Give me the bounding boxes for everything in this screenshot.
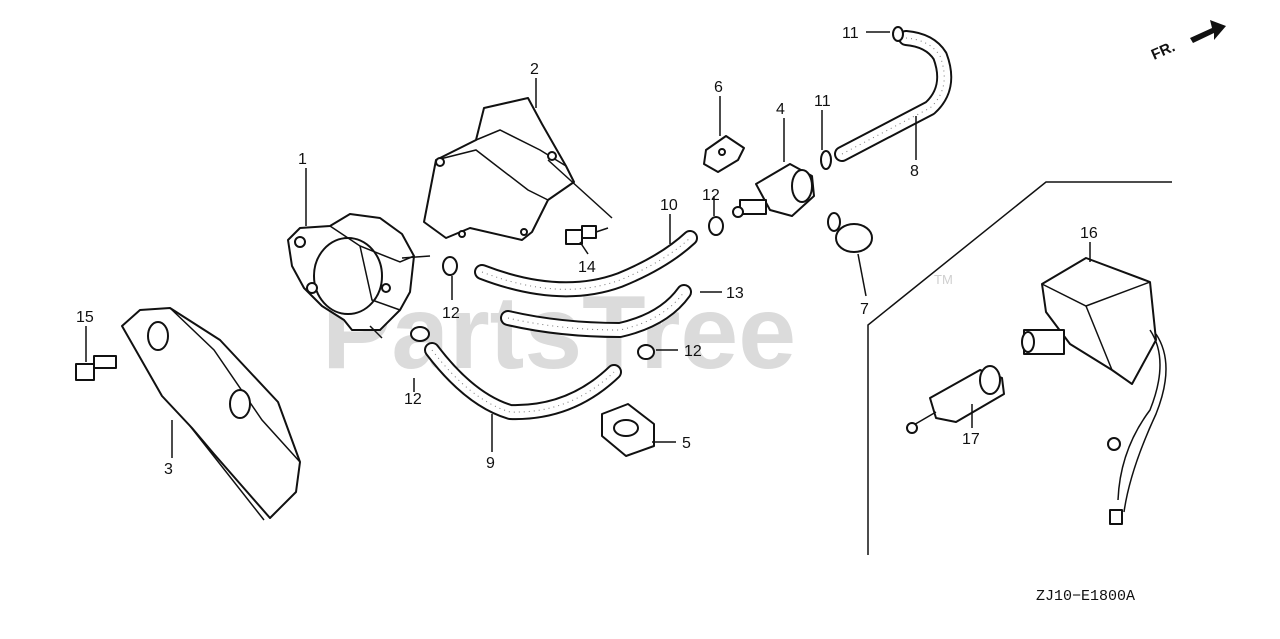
callout-1: 1	[298, 151, 307, 168]
callout-15: 15	[76, 309, 94, 326]
callout-6: 6	[714, 79, 723, 96]
part-11-clip-b	[820, 150, 832, 170]
callout-12-grommet: 12	[684, 343, 702, 360]
part-15-bolt	[75, 355, 117, 381]
part-12-clip-a	[442, 256, 458, 276]
callout-11-right: 11	[814, 93, 831, 110]
part-7-clamp	[827, 212, 873, 253]
part-5-grommet	[601, 403, 655, 457]
callout-5: 5	[682, 435, 691, 452]
callout-labels: 1 2 3 4 5 6 7 8 9 10 11 11 12 12 12 12 1…	[76, 25, 1098, 478]
part-4-valve	[732, 163, 815, 218]
callout-8: 8	[910, 163, 919, 180]
part-2-bracket	[423, 97, 613, 241]
callout-14: 14	[578, 259, 596, 276]
callout-4: 4	[776, 101, 785, 118]
callout-12-pump: 12	[442, 305, 460, 322]
part-12-clip-c	[637, 344, 655, 360]
callout-7: 7	[860, 301, 869, 318]
part-13-hose	[500, 284, 692, 338]
part-8-hose	[834, 30, 953, 162]
part-3-mounting-bracket	[121, 307, 301, 521]
part-16-module	[1021, 257, 1167, 525]
part-10-hose	[474, 230, 698, 298]
section-divider	[867, 181, 1172, 555]
callout-3: 3	[164, 461, 173, 478]
part-6-plate	[703, 135, 745, 173]
part-12-clip-b	[410, 326, 430, 342]
callout-12-valve: 12	[702, 187, 720, 204]
drawing-code: ZJ10−E1800A	[1036, 588, 1135, 605]
part-1-fuel-pump	[287, 213, 431, 339]
callout-2: 2	[530, 61, 539, 78]
callout-10: 10	[660, 197, 678, 214]
leader-lines	[85, 31, 1091, 458]
callout-13: 13	[726, 285, 744, 302]
part-17-filter	[906, 365, 1005, 434]
callout-16: 16	[1080, 225, 1098, 242]
watermark-trademark: TM	[934, 272, 953, 287]
part-14-bolt	[565, 225, 609, 245]
callout-11-top: 11	[842, 25, 859, 42]
part-9-hose	[424, 342, 622, 421]
callout-17: 17	[962, 431, 980, 448]
callout-9: 9	[486, 455, 495, 472]
front-direction-arrow: FR.	[1149, 20, 1226, 64]
part-12-clip-d	[708, 216, 724, 236]
callout-12-lower: 12	[404, 391, 422, 408]
part-11-clip-a	[892, 26, 904, 42]
svg-text:FR.: FR.	[1149, 38, 1178, 63]
